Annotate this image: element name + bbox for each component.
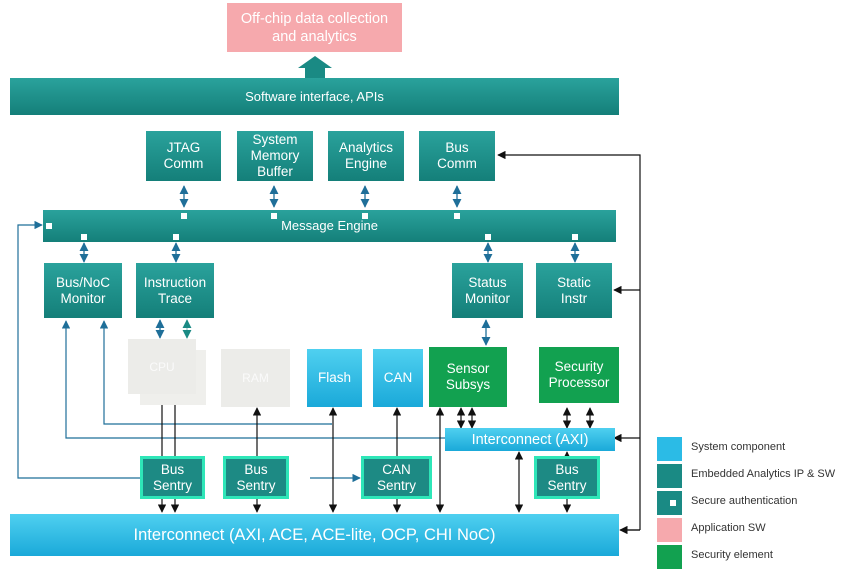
static-instr-box: Static Instr	[536, 263, 612, 318]
bus-sentry-4: Bus Sentry	[534, 456, 600, 499]
jtag-comm-box: JTAG Comm	[146, 131, 221, 181]
legend-label: Application SW	[691, 522, 766, 534]
main-interconnect-bar: Interconnect (AXI, ACE, ACE-lite, OCP, C…	[10, 514, 619, 556]
instruction-trace-box: Instruction Trace	[136, 263, 214, 318]
bus-sentry-2: Bus Sentry	[223, 456, 289, 499]
system-memory-buffer-box: System Memory Buffer	[237, 131, 313, 181]
sensor-subsys-box: Sensor Subsys	[429, 347, 507, 407]
legend-item-embedded-analytics: Embedded Analytics IP & SW	[657, 464, 847, 488]
flash-box: Flash	[307, 349, 362, 407]
secure-auth-marker	[670, 500, 676, 506]
legend-label: Secure authentication	[691, 495, 798, 507]
secure-auth-marker	[173, 234, 179, 240]
bus-comm-box: Bus Comm	[419, 131, 495, 181]
security-processor-box: Security Processor	[539, 347, 619, 403]
status-monitor-box: Status Monitor	[452, 263, 523, 318]
interconnect-axi-bar: Interconnect (AXI)	[445, 428, 615, 451]
message-engine-bar: Message Engine	[43, 210, 616, 242]
cpu-box: CPU	[128, 339, 196, 394]
secure-auth-marker	[454, 213, 460, 219]
legend-label: Security element	[691, 549, 773, 561]
secure-auth-marker	[271, 213, 277, 219]
legend-label: Embedded Analytics IP & SW	[691, 468, 836, 480]
bus-sentry-1: Bus Sentry	[140, 456, 205, 499]
upload-arrow	[298, 56, 332, 78]
secure-auth-marker	[572, 234, 578, 240]
legend-item-system-component: System component	[657, 437, 847, 461]
legend-swatch	[657, 464, 682, 488]
secure-auth-marker	[362, 213, 368, 219]
ram-box: RAM	[221, 349, 290, 407]
secure-auth-marker	[181, 213, 187, 219]
secure-auth-marker	[46, 223, 52, 229]
offchip-analytics-box: Off-chip data collection and analytics	[227, 3, 402, 52]
legend-swatch	[657, 518, 682, 542]
legend-swatch	[657, 437, 682, 461]
secure-auth-marker	[485, 234, 491, 240]
software-interface-bar: Software interface, APIs	[10, 78, 619, 115]
legend-item-secure-authentication: Secure authentication	[657, 491, 847, 515]
can-sentry: CAN Sentry	[361, 456, 432, 499]
bus-noc-monitor-box: Bus/NoC Monitor	[44, 263, 122, 318]
analytics-engine-box: Analytics Engine	[328, 131, 404, 181]
legend-item-security-element: Security element	[657, 545, 847, 569]
legend-swatch	[657, 545, 682, 569]
legend-label: System component	[691, 441, 786, 453]
legend-item-application-sw: Application SW	[657, 518, 847, 542]
legend-swatch	[657, 491, 682, 515]
can-box: CAN	[373, 349, 423, 407]
secure-auth-marker	[81, 234, 87, 240]
